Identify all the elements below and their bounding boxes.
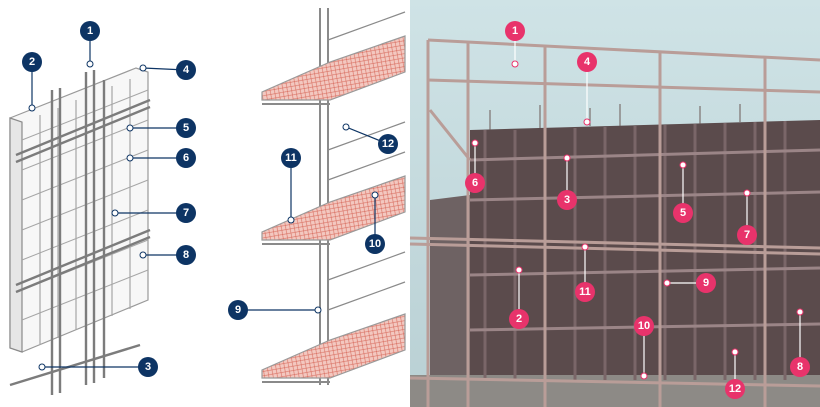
photo-marker-12-text: 12 (729, 383, 741, 395)
marker-7: 7 (176, 203, 196, 223)
marker-7-text: 7 (183, 207, 189, 219)
photo-markers: 1 2 3 4 5 6 7 8 9 10 11 12 (465, 21, 810, 399)
marker-4-text: 4 (183, 64, 190, 76)
photo-marker-7-text: 7 (744, 229, 750, 241)
marker-9-text: 9 (235, 304, 241, 316)
photo-marker-10-text: 10 (638, 320, 650, 332)
marker-6-text: 6 (183, 152, 189, 164)
marker-12: 12 (378, 134, 398, 154)
illustration-anchor-dots (28, 60, 379, 371)
formwork-panel-illustration (9, 67, 151, 395)
photo-marker-2-text: 2 (516, 313, 522, 325)
photo-marker-8-text: 8 (797, 361, 803, 373)
marker-6: 6 (176, 148, 196, 168)
marker-12-text: 12 (382, 138, 394, 150)
photo-marker-6-text: 6 (472, 177, 478, 189)
marker-11: 11 (281, 148, 301, 168)
photo-marker-4: 4 (577, 52, 597, 72)
photo-marker-5: 5 (673, 203, 693, 223)
photo-marker-11: 11 (575, 282, 595, 302)
marker-9: 9 (228, 300, 248, 320)
marker-3-text: 3 (145, 361, 151, 373)
photo-marker-3-text: 3 (564, 194, 570, 206)
photo-marker-2: 2 (509, 309, 529, 329)
photo-marker-4-text: 4 (584, 56, 591, 68)
photo-marker-5-text: 5 (680, 207, 686, 219)
photo-marker-11-text: 11 (579, 286, 591, 298)
photo-marker-3: 3 (557, 190, 577, 210)
photo-marker-8: 8 (790, 357, 810, 377)
marker-5-text: 5 (183, 122, 189, 134)
marker-2-text: 2 (29, 56, 35, 68)
photo-marker-10: 10 (634, 316, 654, 336)
working-platform-illustration (261, 8, 406, 385)
photo-marker-9: 9 (696, 273, 716, 293)
marker-5: 5 (176, 118, 196, 138)
illustration-markers: 1 2 3 4 5 6 7 8 9 10 11 12 (22, 21, 398, 377)
photo-marker-9-text: 9 (703, 277, 709, 289)
marker-10-text: 10 (369, 238, 381, 250)
marker-1-text: 1 (87, 25, 93, 37)
marker-8: 8 (176, 245, 196, 265)
photo-marker-1: 1 (505, 21, 525, 41)
marker-11-text: 11 (285, 152, 297, 164)
marker-10: 10 (365, 234, 385, 254)
photo-marker-1-text: 1 (512, 25, 518, 37)
marker-4: 4 (176, 60, 196, 80)
photo-marker-6: 6 (465, 173, 485, 193)
photo-marker-12: 12 (725, 379, 745, 399)
marker-1: 1 (80, 21, 100, 41)
marker-2: 2 (22, 52, 42, 72)
photo-anchor-dots (471, 60, 804, 380)
site-photo (409, 0, 820, 407)
photo-marker-7: 7 (737, 225, 757, 245)
marker-3: 3 (138, 357, 158, 377)
marker-8-text: 8 (183, 249, 189, 261)
